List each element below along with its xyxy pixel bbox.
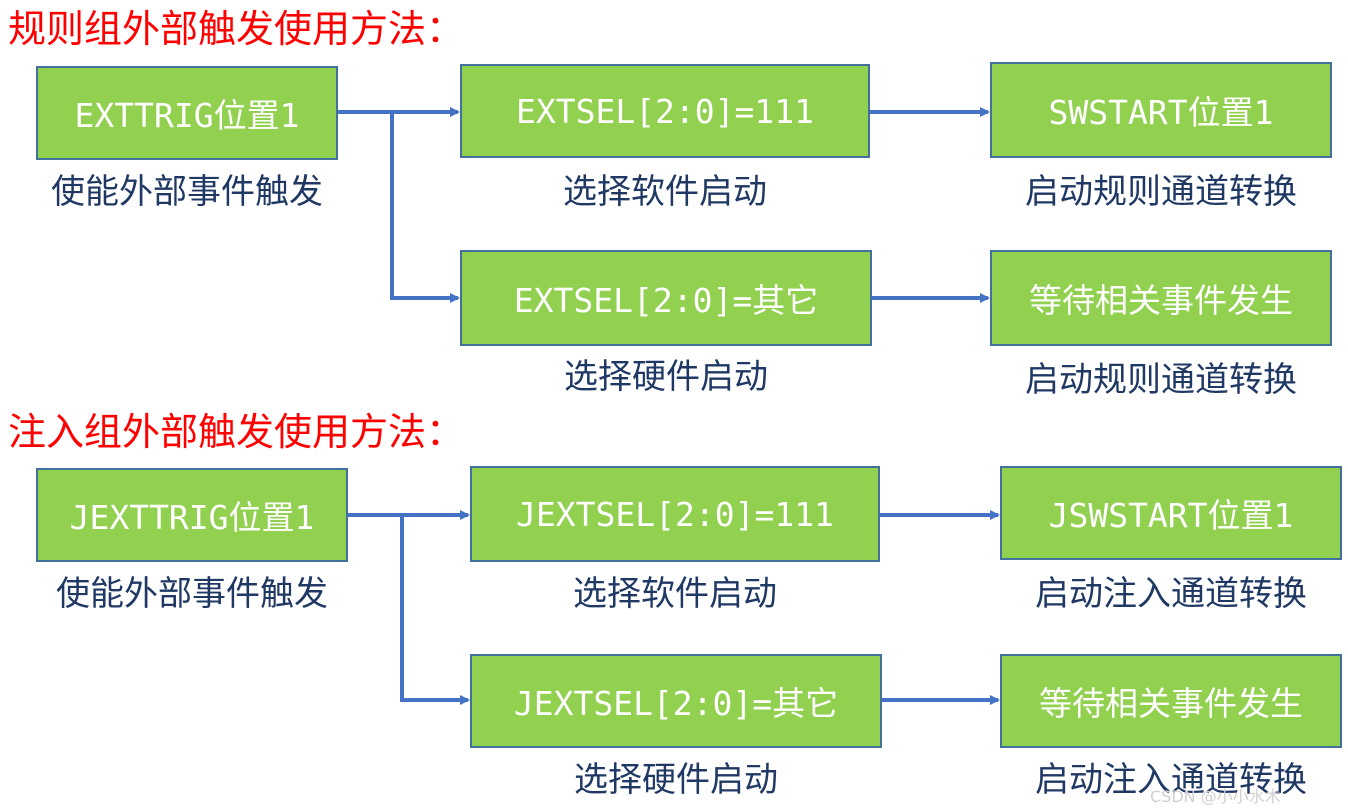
jextsel-software-box: JEXTSEL[2:0]=111 bbox=[470, 466, 880, 562]
exttrig-caption: 使能外部事件触发 bbox=[51, 172, 323, 212]
jextsel-software-caption: 选择软件启动 bbox=[573, 574, 777, 614]
jexttrig-box: JEXTTRIG位置1 bbox=[36, 468, 348, 562]
jswstart-box: JSWSTART位置1 bbox=[1000, 466, 1342, 560]
extsel-software-caption: 选择软件启动 bbox=[563, 172, 767, 212]
arrow-start-to-hardware bbox=[390, 112, 460, 303]
injected-group-heading: 注入组外部触发使用方法： bbox=[8, 410, 465, 454]
wait-event-box: 等待相关事件发生 bbox=[990, 250, 1332, 346]
arrow-jstart-to-hardware bbox=[400, 515, 470, 705]
jextsel-hardware-caption: 选择硬件启动 bbox=[574, 760, 778, 800]
exttrig-box: EXTTRIG位置1 bbox=[36, 66, 338, 160]
extsel-software-box: EXTSEL[2:0]=111 bbox=[460, 64, 870, 158]
jextsel-hardware-box: JEXTSEL[2:0]=其它 bbox=[470, 654, 882, 748]
csdn-watermark: CSDN @小小水木 bbox=[1150, 787, 1281, 806]
jexttrig-caption: 使能外部事件触发 bbox=[56, 574, 328, 614]
extsel-hardware-box: EXTSEL[2:0]=其它 bbox=[460, 250, 872, 346]
wait-event-caption: 启动规则通道转换 bbox=[1025, 360, 1297, 400]
jswstart-caption: 启动注入通道转换 bbox=[1035, 574, 1307, 614]
swstart-box: SWSTART位置1 bbox=[990, 62, 1332, 158]
swstart-caption: 启动规则通道转换 bbox=[1025, 172, 1297, 212]
regular-group-heading: 规则组外部触发使用方法： bbox=[8, 7, 465, 51]
jwait-event-caption: 启动注入通道转换 bbox=[1035, 760, 1307, 800]
jwait-event-box: 等待相关事件发生 bbox=[1000, 654, 1342, 748]
extsel-hardware-caption: 选择硬件启动 bbox=[564, 357, 768, 397]
